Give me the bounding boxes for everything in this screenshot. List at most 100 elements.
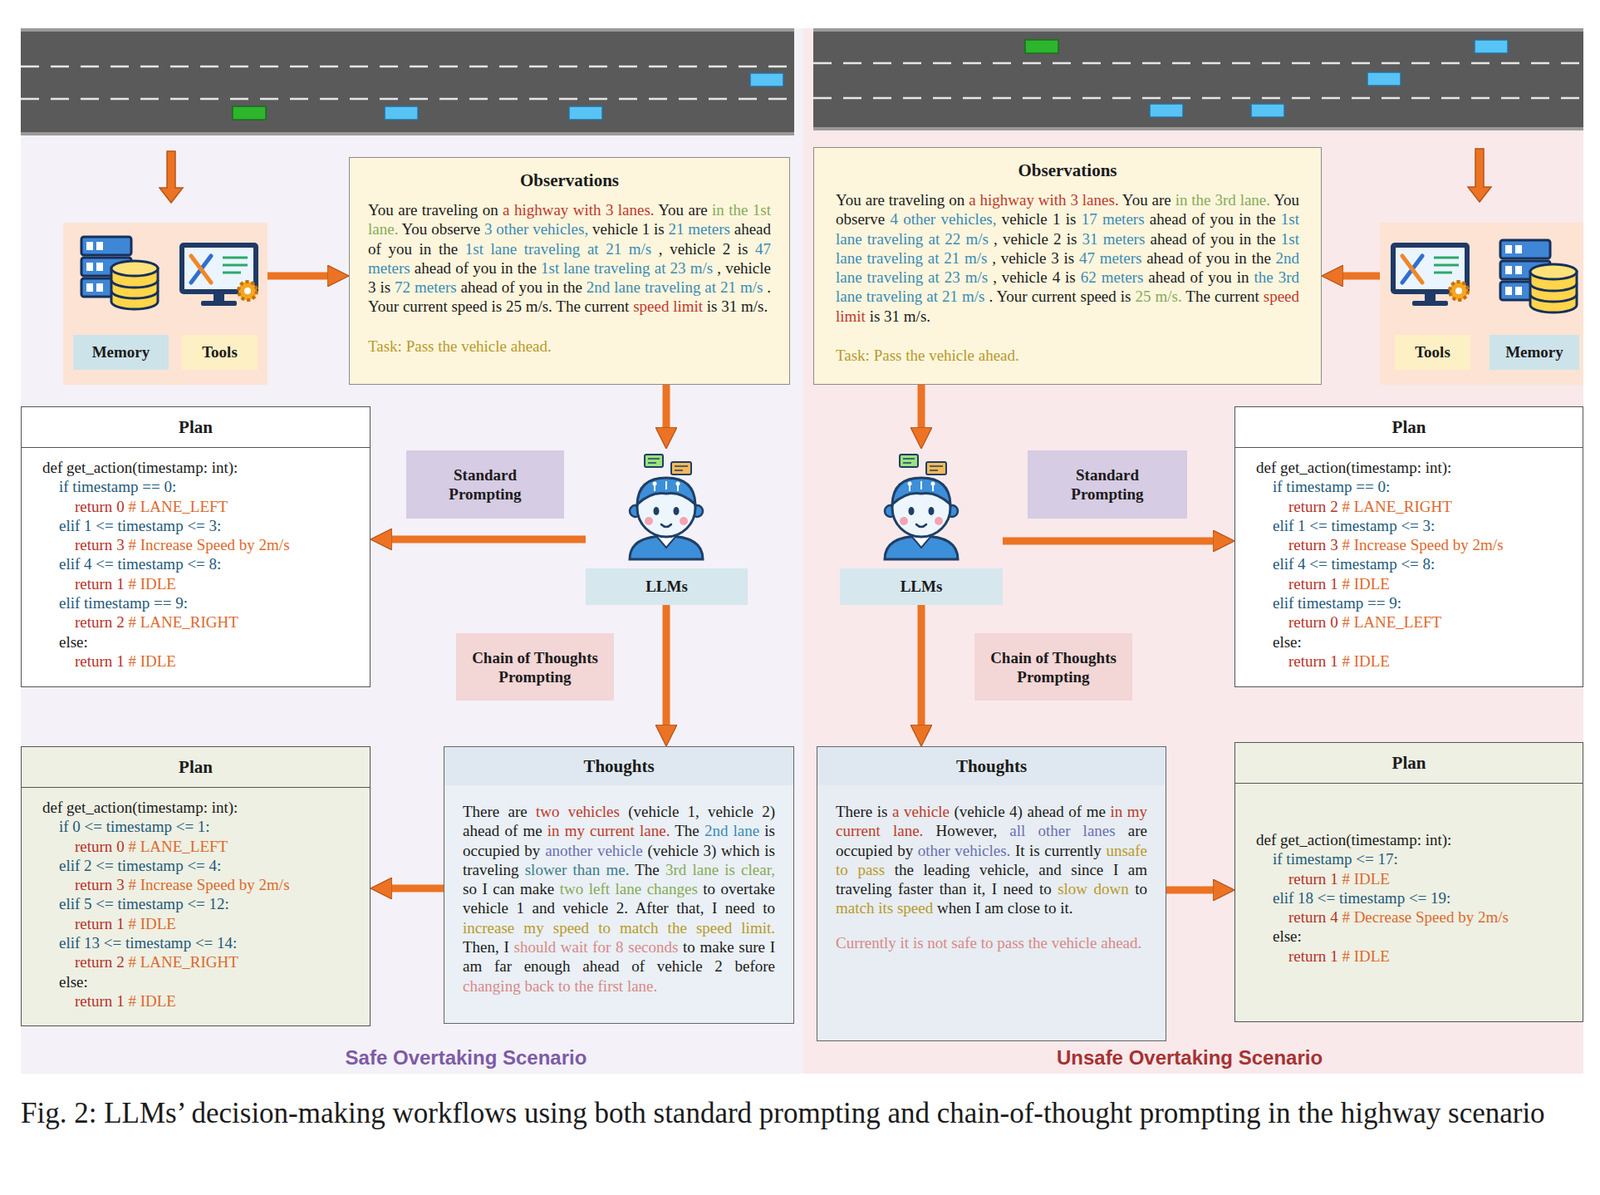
thought-box: ThoughtsThere are two vehicles (vehicle … [443,746,795,1024]
text-run: . [988,287,997,305]
text-run: to [558,976,575,995]
code-line: elif 1 <= timestamp <= 3: [1235,515,1583,535]
code-line: return 1 # IDLE [1235,651,1583,671]
code-line: return 2 # LANE_RIGHT [21,612,370,632]
text-run: # [1341,652,1354,670]
text-run: (vehicle [953,802,1010,820]
text-run: current [1214,287,1264,305]
text-run: 4) [1009,802,1027,820]
code-line: elif 2 <= timestamp <= 4: [21,855,370,875]
text-run: you [1210,230,1240,248]
text-run: 3 [1069,191,1082,209]
text-run: far [494,957,525,975]
highway-road [20,28,795,136]
text-run: are [687,201,712,219]
text-run: when [937,898,976,917]
text-run: LANE_LEFT [140,497,229,516]
text-run: I [503,937,514,956]
text-run: 1st [465,240,491,258]
text-run: at [927,268,945,286]
text-run: 2 [1330,497,1342,516]
text-run: me [522,821,547,840]
text-run: you [387,240,419,258]
text-run: ahead [1026,802,1069,820]
code-line: return 3 # Increase Speed by 2m/s [21,534,370,555]
text-run: lane [835,249,867,267]
text-run: since [1070,860,1114,879]
text-run: 1st [1280,210,1300,228]
text-run: 2nd [1276,249,1301,267]
text-run: 1 [1330,869,1342,888]
text-run: 1, [687,802,708,820]
text-run: , [658,240,670,258]
text-run: are [508,802,536,820]
text-run: on [482,201,503,219]
text-run: return [74,952,117,971]
text-run: are [397,201,423,219]
text-run: # [1341,535,1354,554]
text-run: The [674,821,705,840]
text-run: observe [431,220,485,238]
thought-text: There is a vehicle (vehicle 4) ahead of … [835,801,1148,918]
text-run: Increase [140,875,197,894]
flow-arrow [1166,886,1213,894]
text-run: return [74,652,117,670]
text-run: a [892,802,904,820]
flow-arrow [917,384,926,427]
text-run: return [1288,497,1331,516]
text-run: vehicle [597,841,648,859]
text-run: 1 [515,898,532,917]
code-line: return 1 # IDLE [21,651,370,671]
text-run: 21 [720,278,741,296]
text-run: IDLE [140,991,177,1010]
text-run: in [1109,802,1127,820]
prompt-label: Standard Prompting [429,465,541,504]
module-tag: Tools [1394,334,1471,370]
text-run: Speed [1415,907,1458,926]
text-run: make [520,879,560,898]
prompt-label: Chain of Thoughts Prompting [982,647,1124,687]
code-line: elif 13 <= timestamp <= 14: [21,932,370,953]
text-run: to [1044,898,1061,917]
text-run: with [1038,191,1071,209]
code-line: if timestamp <= 17: [1235,849,1583,869]
text-run: Speed [196,535,240,554]
text-run: IDLE [140,914,177,933]
text-run: 31 [1082,230,1104,248]
text-run: # [1341,869,1354,888]
text-run: m/s. [525,297,557,315]
text-run: to [682,937,700,956]
box-heading: Observations [835,158,1300,182]
text-run: to [702,879,721,898]
text-run: return [74,613,117,631]
text-run: am [1128,860,1148,879]
text-run: than [939,879,973,898]
text-run: 3 [484,220,496,238]
text-run: lane [490,240,525,258]
text-run: 1 [116,991,128,1010]
text-run: is [737,240,756,258]
text-run: return [74,574,117,593]
code-line: def get_action(timestamp: int): [21,457,370,477]
text-run: IDLE [1354,869,1390,888]
text-run: I [770,937,776,956]
text-run: IDLE [1354,652,1390,670]
llm-robot-icon [884,454,958,560]
text-run: return [1288,947,1331,965]
text-run: , [991,249,1002,267]
text-run: The [1185,287,1215,305]
text-run: 1 [1330,652,1342,670]
text-run: the [1191,191,1215,209]
text-run: lane. [368,220,403,238]
llm-node: LLMs [839,448,1003,605]
text-run: Decrease [1354,907,1416,926]
text-run: am [984,898,1008,917]
observation-box: ObservationsYou are traveling on a highw… [348,157,791,385]
text-run: need [1003,879,1040,898]
code-line: return 2 # LANE_RIGHT [21,952,370,972]
text-run: to [762,898,776,917]
text-run: you [519,278,547,296]
text-run: 3 [605,201,619,219]
code-line: return 0 # LANE_LEFT [21,496,370,516]
prompt-label: Chain of Thoughts Prompting [464,647,606,687]
